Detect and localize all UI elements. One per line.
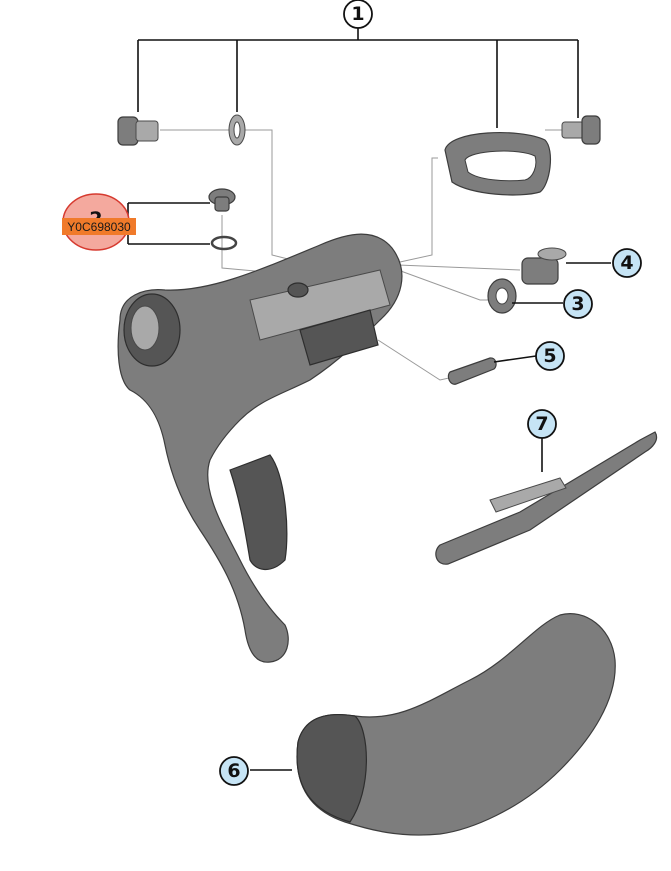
bolt-left-part — [117, 116, 159, 146]
callout-3-number: 3 — [571, 293, 584, 315]
part-5-pin — [447, 355, 537, 385]
part-3-ring — [487, 278, 563, 314]
part-7-tool — [435, 431, 658, 565]
part-4-bushing — [521, 247, 611, 285]
callout-7-number: 7 — [535, 413, 548, 435]
callout-1-leader — [137, 28, 579, 128]
washer-part — [228, 114, 246, 146]
callout-4-number: 4 — [620, 252, 633, 274]
callout-3: 3 — [563, 289, 593, 319]
lever-body-part — [117, 233, 403, 663]
callout-7: 7 — [527, 409, 557, 439]
callout-1-number: 1 — [351, 3, 364, 25]
callout-4: 4 — [612, 248, 642, 278]
callout-1: 1 — [343, 0, 373, 29]
bolt-right-part — [561, 115, 601, 145]
part-6-hood-cover — [250, 613, 616, 836]
callout-5-number: 5 — [543, 345, 556, 367]
callout-2-highlighted[interactable]: 2 Y0C698030 — [62, 193, 136, 251]
clamp-band-part — [444, 132, 552, 196]
callout-2-leader — [127, 202, 210, 245]
part-number-label: Y0C698030 — [67, 220, 131, 234]
callout-6: 6 — [219, 756, 249, 786]
callout-5: 5 — [535, 341, 565, 371]
part-2-screw-oring — [208, 188, 238, 251]
callout-6-number: 6 — [227, 760, 240, 782]
